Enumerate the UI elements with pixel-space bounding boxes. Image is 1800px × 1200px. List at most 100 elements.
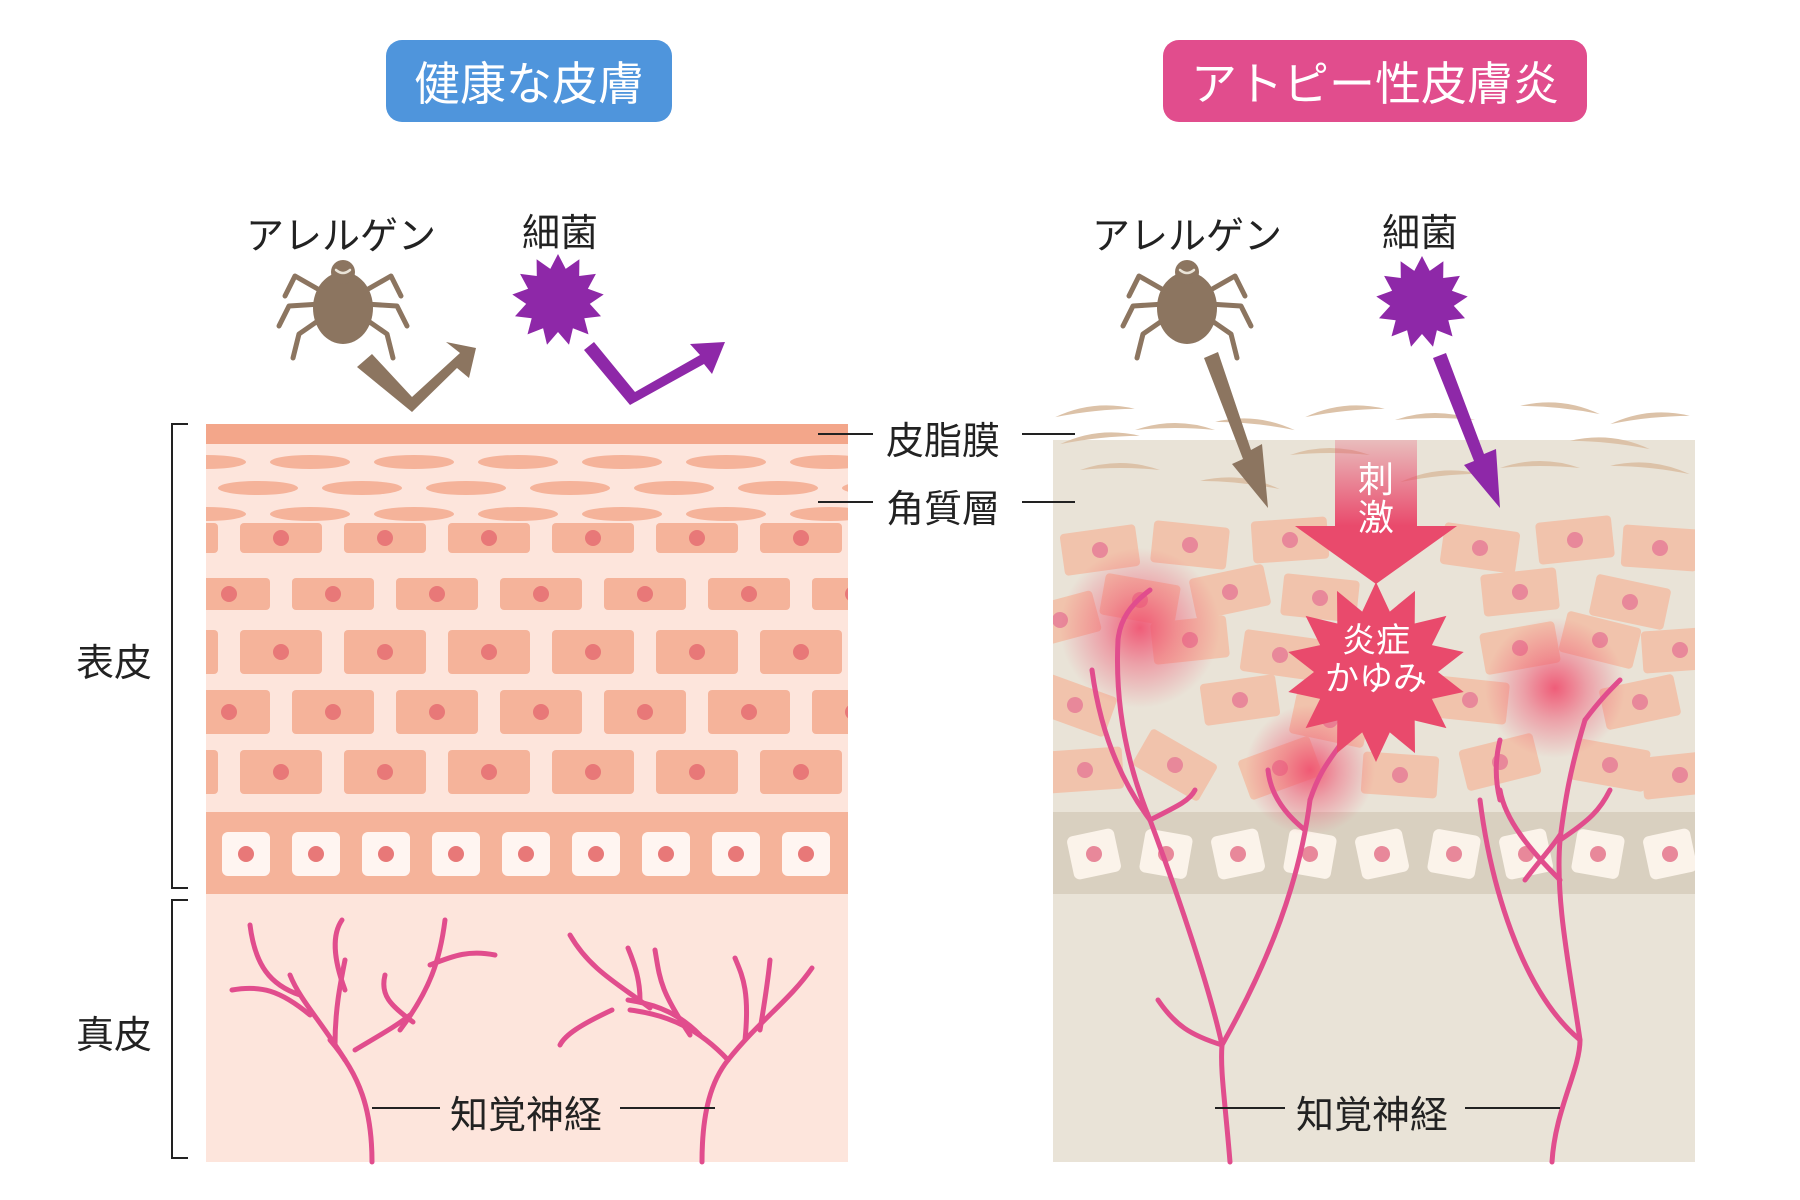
- healthy-nerve-label: 知覚神経: [450, 1093, 603, 1137]
- cell-nucleus: [221, 586, 237, 602]
- layer-brackets: [171, 423, 188, 1159]
- bacteria-icon: [512, 254, 604, 345]
- cell-nucleus: [273, 764, 289, 780]
- atopic-bacteria-label: 細菌: [1382, 211, 1459, 255]
- epidermal-cell: [206, 523, 218, 553]
- corneum-cell: [530, 481, 610, 495]
- cell-nucleus: [377, 530, 393, 546]
- corneum-cell: [790, 507, 848, 521]
- cell-nucleus: [325, 586, 341, 602]
- atopic-allergen-label: アレルゲン: [1092, 214, 1283, 258]
- cell-nucleus: [481, 644, 497, 660]
- epidermal-cell: [1589, 574, 1671, 630]
- cell-nucleus: [429, 704, 445, 720]
- cell-nucleus: [377, 764, 393, 780]
- penetrating-bacteria-arrow: [1433, 353, 1500, 508]
- cell-nucleus: [378, 846, 394, 862]
- corneum-cell: [842, 484, 848, 492]
- healthy-basal-cells: [222, 832, 830, 876]
- deflected-bacteria-arrow: [584, 342, 725, 405]
- epidermal-cell: [1535, 515, 1615, 565]
- symptom-inflammation-label: 炎症: [1342, 621, 1410, 661]
- epidermal-cell: [1620, 524, 1695, 572]
- corneum-cell: [790, 455, 848, 469]
- cell-nucleus: [897, 644, 913, 660]
- cell-nucleus: [481, 764, 497, 780]
- corneum-flake: [1135, 423, 1215, 430]
- epidermal-cell: [206, 630, 218, 674]
- corneum-cell: [582, 507, 662, 521]
- epidermal-cell: [206, 578, 270, 610]
- cell-nucleus: [533, 704, 549, 720]
- corneum-cell: [374, 507, 454, 521]
- epidermal-cell: [1239, 629, 1321, 681]
- epidermal-cell: [206, 750, 218, 794]
- epidermal-cell: [1439, 522, 1521, 574]
- stratum-corneum-label: 角質層: [886, 487, 1001, 531]
- penetrating-allergen-arrow: [1204, 352, 1268, 508]
- cell-nucleus: [238, 846, 254, 862]
- dermis-label: 真皮: [76, 1013, 153, 1057]
- cell-nucleus: [793, 644, 809, 660]
- corneum-cell: [426, 481, 506, 495]
- epidermal-cell: [1480, 567, 1560, 617]
- epidermal-cell: [1133, 729, 1217, 801]
- cell-nucleus: [377, 644, 393, 660]
- cell-nucleus: [845, 587, 848, 601]
- basal-cell: [1427, 829, 1481, 879]
- corneum-cell: [478, 507, 558, 521]
- cell-nucleus: [798, 846, 814, 862]
- cell-nucleus: [325, 704, 341, 720]
- cell-nucleus: [588, 846, 604, 862]
- corneum-cell: [634, 481, 714, 495]
- corneum-flake: [1500, 461, 1580, 468]
- cell-nucleus: [637, 586, 653, 602]
- corneum-cell: [374, 455, 454, 469]
- atopic-skin-panel: [1053, 402, 1695, 1165]
- epidermal-cell: [1053, 673, 1117, 737]
- cell-nucleus: [585, 530, 601, 546]
- inflammation-burst-icon: [1288, 582, 1464, 762]
- corneum-flake: [1395, 413, 1475, 420]
- atopic-basal-cells: [1067, 828, 1695, 880]
- atopic-damaged-corneum: [1055, 402, 1690, 490]
- healthy-corneum-layer: [206, 455, 848, 521]
- stimulus-label: 刺激: [1357, 460, 1394, 539]
- corneum-flake: [1200, 477, 1280, 490]
- healthy-nerves: [229, 917, 815, 1165]
- leader-lines: [372, 433, 1560, 1109]
- corneum-cell: [322, 481, 402, 495]
- epidermal-cell: [1640, 626, 1695, 674]
- cell-nucleus: [845, 705, 848, 719]
- cell-nucleus: [897, 764, 913, 780]
- cell-nucleus: [308, 846, 324, 862]
- cell-nucleus: [533, 586, 549, 602]
- cell-nucleus: [728, 846, 744, 862]
- corneum-cell: [686, 455, 766, 469]
- epidermal-cell: [1199, 674, 1281, 726]
- corneum-cell: [478, 455, 558, 469]
- cell-nucleus: [658, 846, 674, 862]
- epidermis-label: 表皮: [76, 641, 153, 685]
- corneum-cell: [218, 481, 298, 495]
- epidermal-cell: [1053, 746, 1125, 794]
- cell-nucleus: [585, 644, 601, 660]
- bacteria-icon: [1376, 256, 1468, 347]
- cell-nucleus: [448, 846, 464, 862]
- basal-cell: [1139, 829, 1193, 879]
- corneum-flake: [1055, 405, 1135, 418]
- symptom-itch-label: かゆみ: [1325, 659, 1427, 699]
- cell-nucleus: [585, 764, 601, 780]
- cell-nucleus: [518, 846, 534, 862]
- basal-cell: [1643, 828, 1695, 880]
- corneum-flake: [1610, 412, 1690, 425]
- corneum-flake: [1570, 437, 1650, 450]
- corneum-cell: [206, 507, 246, 521]
- healthy-allergen-label: アレルゲン: [246, 214, 437, 258]
- corneum-cell: [270, 507, 350, 521]
- epidermal-cell: [1640, 750, 1695, 800]
- corneum-flake: [1400, 470, 1480, 483]
- corneum-cell: [206, 455, 246, 469]
